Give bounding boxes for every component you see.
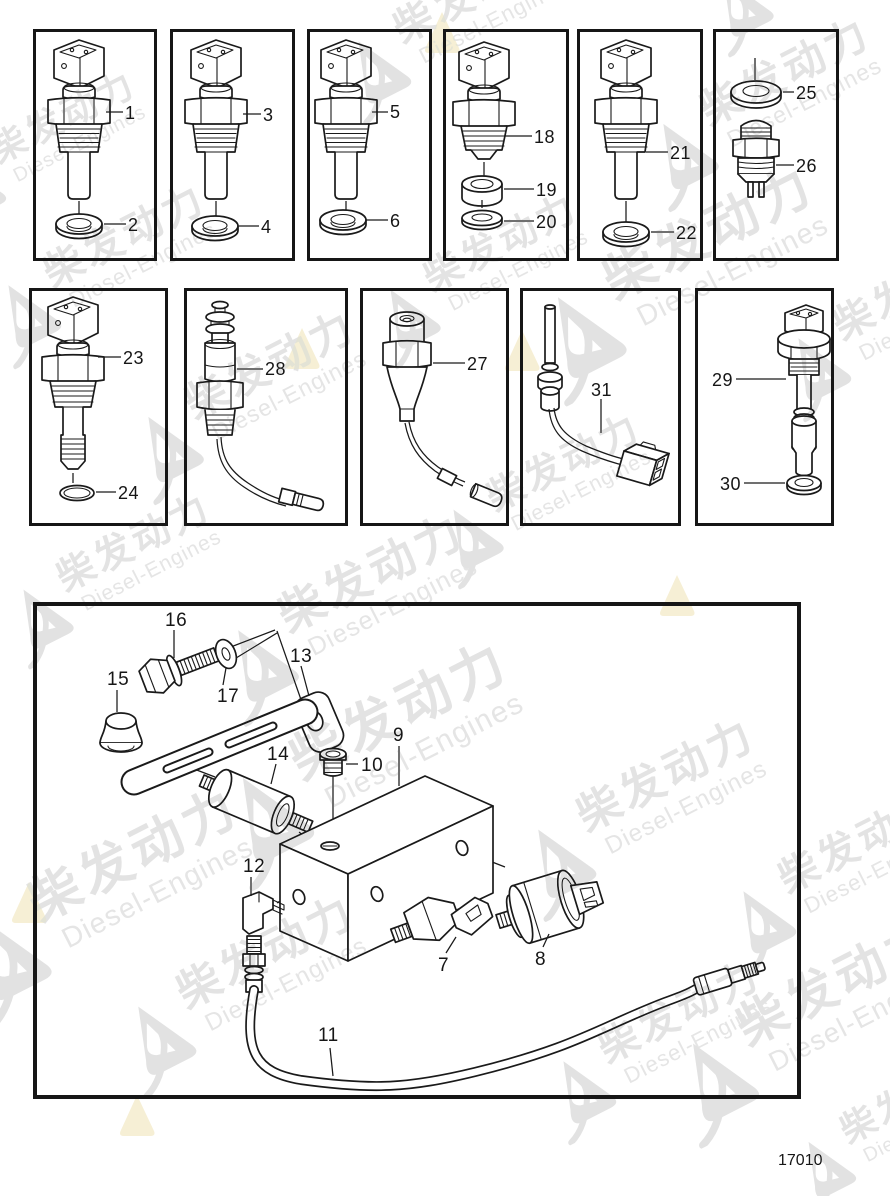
part-label-30: 30 bbox=[720, 474, 742, 494]
pressure-switch-drawing bbox=[389, 896, 494, 944]
part-label-17: 17 bbox=[217, 686, 240, 707]
part-label-20: 20 bbox=[536, 212, 558, 232]
part-label-16: 16 bbox=[165, 610, 188, 631]
part-label-4: 4 bbox=[261, 217, 272, 237]
pressure-sender-drawing bbox=[495, 869, 605, 945]
panel-sensor-29-30: 29 30 bbox=[695, 288, 834, 526]
part-label-9: 9 bbox=[393, 725, 405, 746]
hose-fitting-drawing bbox=[242, 935, 266, 993]
part-label-18: 18 bbox=[534, 127, 556, 147]
part-label-12: 12 bbox=[243, 856, 266, 877]
sensor-23-24-drawing bbox=[41, 296, 121, 502]
part-label-7: 7 bbox=[438, 955, 450, 976]
panel-sensor-1-2: 1 2 bbox=[33, 29, 157, 261]
sender-27-drawing bbox=[382, 311, 503, 508]
part-label-25: 25 bbox=[796, 83, 818, 103]
part-label-3: 3 bbox=[263, 105, 274, 125]
panel-sender-27: 27 bbox=[360, 288, 509, 526]
part-label-2: 2 bbox=[128, 215, 139, 235]
watermark-triangle-icon bbox=[120, 1095, 155, 1136]
part-label-21: 21 bbox=[670, 143, 692, 163]
elbow-drawing bbox=[242, 891, 285, 935]
part-label-22: 22 bbox=[676, 223, 698, 243]
panel-sender-28: 28 bbox=[184, 288, 348, 526]
part-label-11: 11 bbox=[318, 1025, 339, 1046]
bolt-drawing bbox=[138, 647, 220, 694]
part-label-6: 6 bbox=[390, 211, 401, 231]
part-label-1: 1 bbox=[125, 103, 136, 123]
sensor-29-30-drawing bbox=[736, 304, 831, 496]
part-label-29: 29 bbox=[712, 370, 734, 390]
panel-assembly: 16 17 15 13 14 10 9 12 7 8 11 bbox=[33, 602, 801, 1099]
part-label-28: 28 bbox=[265, 359, 287, 379]
panel-sensor-18-19-20: 18 19 20 bbox=[443, 29, 569, 261]
part-label-19: 19 bbox=[536, 180, 558, 200]
panel-probe-31: 31 bbox=[520, 288, 681, 526]
panel-switch-25-26: 25 26 bbox=[713, 29, 839, 261]
part-label-15: 15 bbox=[107, 669, 130, 690]
washer-drawing bbox=[214, 638, 238, 670]
hose-end-fitting bbox=[692, 961, 766, 996]
part-label-10: 10 bbox=[361, 755, 384, 776]
part-label-24: 24 bbox=[118, 483, 140, 503]
plug-drawing bbox=[319, 747, 347, 777]
panel-sensor-5-6: 5 6 bbox=[307, 29, 432, 261]
part-label-5: 5 bbox=[390, 102, 401, 122]
panel-sensor-23-24: 23 24 bbox=[29, 288, 168, 526]
probe-31-drawing bbox=[537, 304, 670, 487]
sensor-5-6-drawing bbox=[314, 39, 388, 236]
part-label-27: 27 bbox=[467, 354, 489, 374]
panel-sensor-21-22: 21 22 bbox=[577, 29, 703, 261]
sensor-18-19-20-drawing bbox=[452, 41, 534, 231]
part-label-26: 26 bbox=[796, 156, 818, 176]
block-drawing bbox=[279, 775, 494, 962]
part-label-31: 31 bbox=[591, 380, 613, 400]
sender-28-drawing bbox=[196, 300, 325, 512]
figure-number: 17010 bbox=[778, 1152, 823, 1169]
sensor-3-4-drawing bbox=[184, 39, 261, 242]
cap-nut-drawing bbox=[99, 712, 143, 753]
sensor-1-2-drawing bbox=[47, 39, 126, 240]
panel-sensor-3-4: 3 4 bbox=[170, 29, 295, 261]
assembly-drawing bbox=[99, 629, 766, 1092]
part-label-14: 14 bbox=[267, 744, 290, 765]
diesel-engines-logo-icon bbox=[0, 147, 16, 240]
part-label-23: 23 bbox=[123, 348, 145, 368]
switch-25-26-drawing bbox=[730, 58, 794, 198]
part-label-8: 8 bbox=[535, 949, 547, 970]
part-label-13: 13 bbox=[290, 646, 313, 667]
